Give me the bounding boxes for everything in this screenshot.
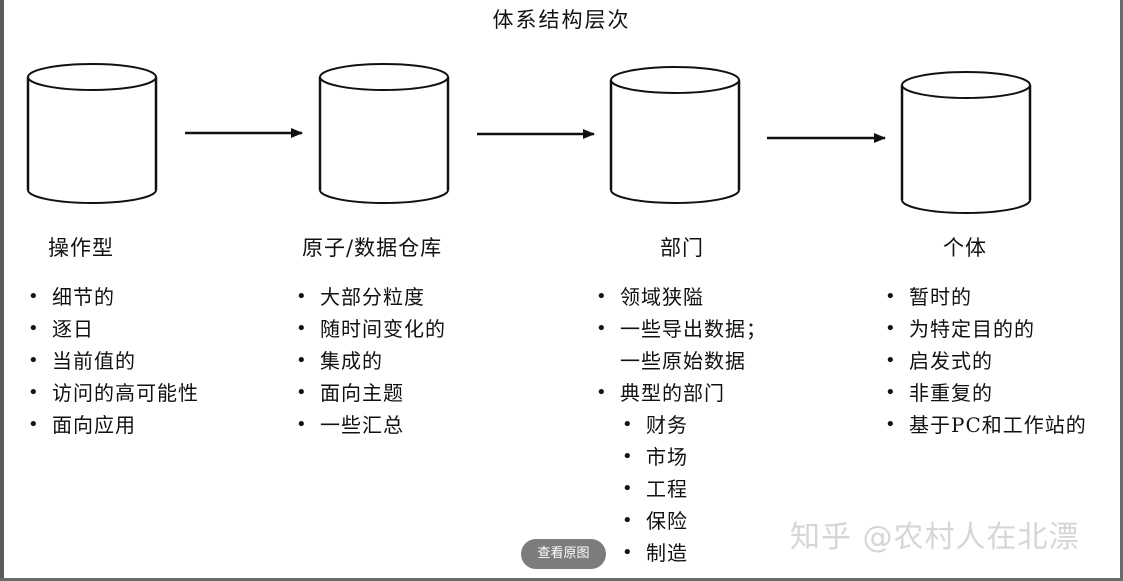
stage-label-department: 部门 (660, 236, 704, 260)
list-item: 基于PC和工作站的 (885, 409, 1087, 441)
cylinder-operational (26, 63, 158, 204)
list-item: 大部分粒度 (296, 281, 446, 313)
bullet-list-operational: 细节的 逐日 当前值的 访问的高可能性 面向应用 (28, 281, 199, 441)
list-item: 市场 (596, 441, 767, 473)
stage-label-atomic-warehouse: 原子/数据仓库 (302, 236, 443, 260)
view-original-button[interactable]: 查看原图 (521, 539, 606, 569)
list-item: 财务 (596, 409, 767, 441)
list-item: 启发式的 (885, 345, 1087, 377)
cylinder-department (609, 66, 741, 204)
list-item: 当前值的 (28, 345, 199, 377)
list-item: 保险 (596, 505, 767, 537)
list-item: 面向主题 (296, 377, 446, 409)
list-item: 逐日 (28, 313, 199, 345)
list-item: 暂时的 (885, 281, 1087, 313)
list-item: 一些原始数据 (620, 349, 746, 373)
diagram-title: 体系结构层次 (492, 8, 631, 32)
list-item: 非重复的 (885, 377, 1087, 409)
stage-label-operational: 操作型 (48, 236, 114, 260)
stage-label-individual: 个体 (943, 236, 987, 260)
list-item: 典型的部门 (596, 377, 767, 409)
list-item: 集成的 (296, 345, 446, 377)
list-item: 面向应用 (28, 409, 199, 441)
list-item: 工程 (596, 473, 767, 505)
list-item: 为特定目的的 (885, 313, 1087, 345)
bullet-list-department: 领域狭隘 一些导出数据； 一些原始数据 典型的部门 财务 市场 工程 保险 制造 (596, 281, 767, 569)
zhihu-watermark: 知乎 @农村人在北漂 (790, 520, 1080, 555)
list-item: 一些导出数据； (596, 313, 767, 345)
list-item: 细节的 (28, 281, 199, 313)
list-item: 随时间变化的 (296, 313, 446, 345)
list-item: 制造 (596, 537, 767, 569)
list-item: 领域狭隘 (596, 281, 767, 313)
cylinder-individual (900, 71, 1032, 214)
list-item: 一些汇总 (296, 409, 446, 441)
cylinder-atomic-data-warehouse (318, 63, 450, 204)
frame-right-border (1120, 0, 1123, 581)
list-item: 访问的高可能性 (28, 377, 199, 409)
frame-left-border (0, 0, 4, 581)
frame-bottom-border (0, 578, 1123, 581)
bullet-list-atomic-warehouse: 大部分粒度 随时间变化的 集成的 面向主题 一些汇总 (296, 281, 446, 441)
bullet-list-individual: 暂时的 为特定目的的 启发式的 非重复的 基于PC和工作站的 (885, 281, 1087, 441)
